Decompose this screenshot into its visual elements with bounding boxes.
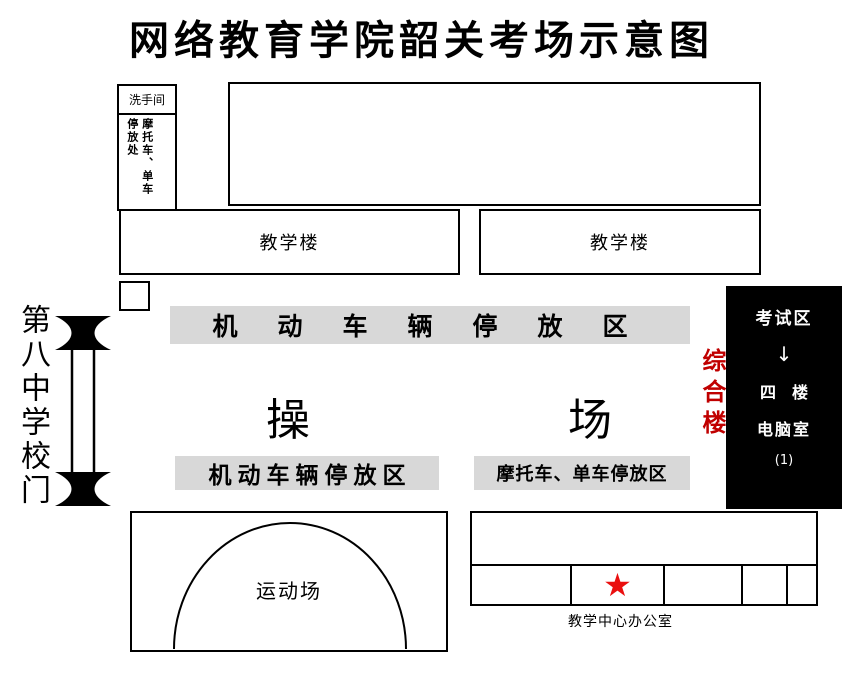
motor-parking-zone-top: 机动车辆停放区 xyxy=(170,306,690,344)
complex-building-label: 综合楼 xyxy=(698,348,726,441)
moto-parking-side-label: 摩托车、单车停放处 xyxy=(125,118,154,196)
restroom-label: 洗手间 xyxy=(128,93,165,107)
moto-parking-side-room: 摩托车、单车停放处 xyxy=(117,113,177,211)
school-gate-icon xyxy=(55,316,111,506)
exam-room-number: (1) xyxy=(774,453,794,468)
moto-bike-parking-zone-bottom-label: 摩托车、单车停放区 xyxy=(496,464,668,485)
teaching-building-left-label: 教学楼 xyxy=(259,233,320,254)
playground-label-left: 操 xyxy=(266,395,310,446)
restroom-room: 洗手间 xyxy=(117,84,177,115)
motor-parking-zone-top-label: 机动车辆停放区 xyxy=(212,312,668,341)
sports-field-arc xyxy=(173,522,407,650)
teaching-building-left: 教学楼 xyxy=(119,209,460,275)
north-building-outline xyxy=(228,82,761,206)
exam-room-label: 电脑室 xyxy=(756,420,811,439)
exam-floor-label: 四 楼 xyxy=(759,383,808,402)
small-annex-box xyxy=(119,281,150,311)
page-title: 网络教育学院韶关考场示意图 xyxy=(129,18,714,64)
office-room xyxy=(788,566,816,604)
office-label: 教学中心办公室 xyxy=(568,614,673,630)
office-room xyxy=(665,566,743,604)
sports-field-box: 运动场 xyxy=(130,511,448,652)
sports-field-label: 运动场 xyxy=(256,579,322,603)
school-gate-label: 第八中学校门 xyxy=(15,304,50,508)
teaching-building-right: 教学楼 xyxy=(479,209,761,275)
teaching-building-right-label: 教学楼 xyxy=(590,233,650,254)
down-arrow-icon: ↓ xyxy=(775,342,793,366)
star-marker-icon: ★ xyxy=(603,566,632,604)
motor-parking-zone-bottom-label: 机动车辆停放区 xyxy=(208,463,412,489)
exam-area-title: 考试区 xyxy=(755,309,813,329)
moto-bike-parking-zone-bottom: 摩托车、单车停放区 xyxy=(474,456,690,490)
office-room xyxy=(743,566,788,604)
exam-area-block: 考试区 ↓ 四 楼 电脑室 (1) xyxy=(726,286,842,509)
playground-label-right: 场 xyxy=(568,395,612,446)
office-room xyxy=(472,566,572,604)
office-room-row: ★ xyxy=(470,564,818,606)
motor-parking-zone-bottom: 机动车辆停放区 xyxy=(175,456,439,490)
office-room-star: ★ xyxy=(572,566,665,604)
